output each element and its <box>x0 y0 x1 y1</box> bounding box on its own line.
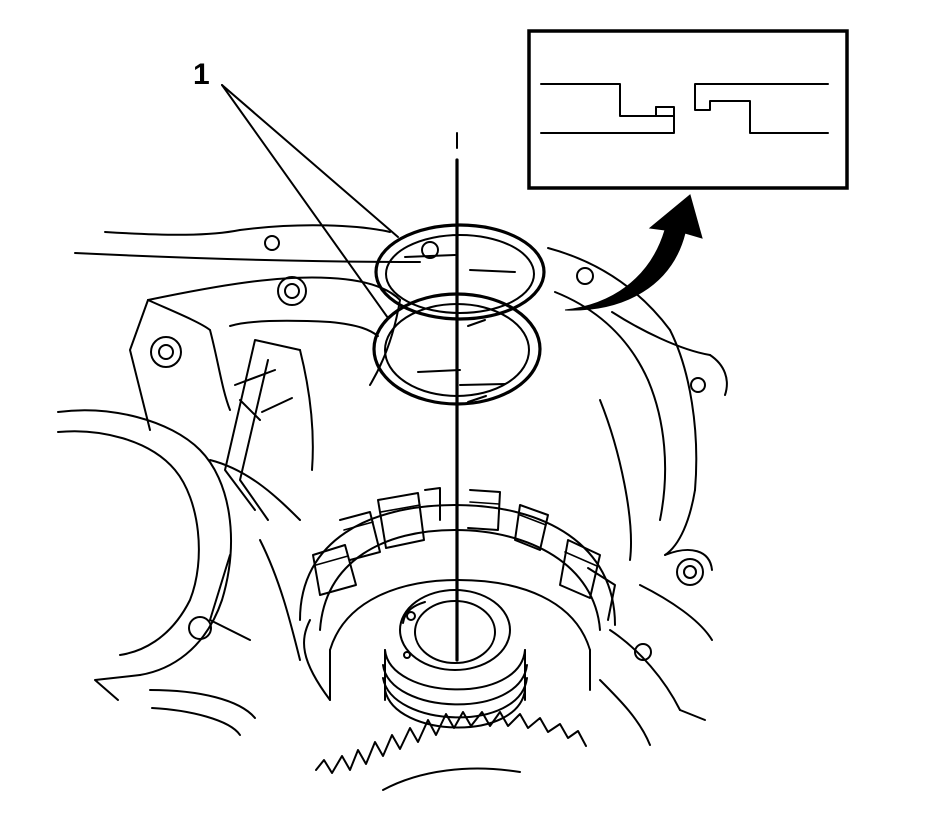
bolt-hole <box>634 643 652 661</box>
drum-lug <box>559 539 601 599</box>
bolt-hole <box>277 276 307 306</box>
bolt-hole <box>188 616 212 640</box>
ring-gap-detail-inset <box>527 29 849 190</box>
seal-ring-upper <box>374 223 546 327</box>
detail-pointer-arrow <box>564 194 703 311</box>
transmission-case <box>57 224 728 746</box>
shaft-hub <box>382 589 528 729</box>
callout-1: 1 <box>193 58 399 319</box>
drum-lug <box>377 492 425 549</box>
bolt-hole <box>676 558 704 586</box>
leader-line-lower <box>221 84 389 319</box>
leader-line-upper <box>221 84 399 238</box>
bolt-hole <box>421 241 439 259</box>
drum-lug <box>312 544 357 596</box>
drum-lug <box>424 487 441 521</box>
drum-lug <box>467 489 501 531</box>
drum-lug <box>339 511 381 561</box>
callout-number: 1 <box>193 58 210 91</box>
bolt-holes <box>150 235 706 661</box>
bolt-hole <box>690 377 706 393</box>
drum-lug <box>587 567 616 621</box>
bolt-hole <box>576 267 594 285</box>
bolt-hole <box>264 235 280 251</box>
bolt-hole <box>150 336 182 368</box>
drum-lug <box>514 504 549 551</box>
ring-gear <box>315 711 587 791</box>
